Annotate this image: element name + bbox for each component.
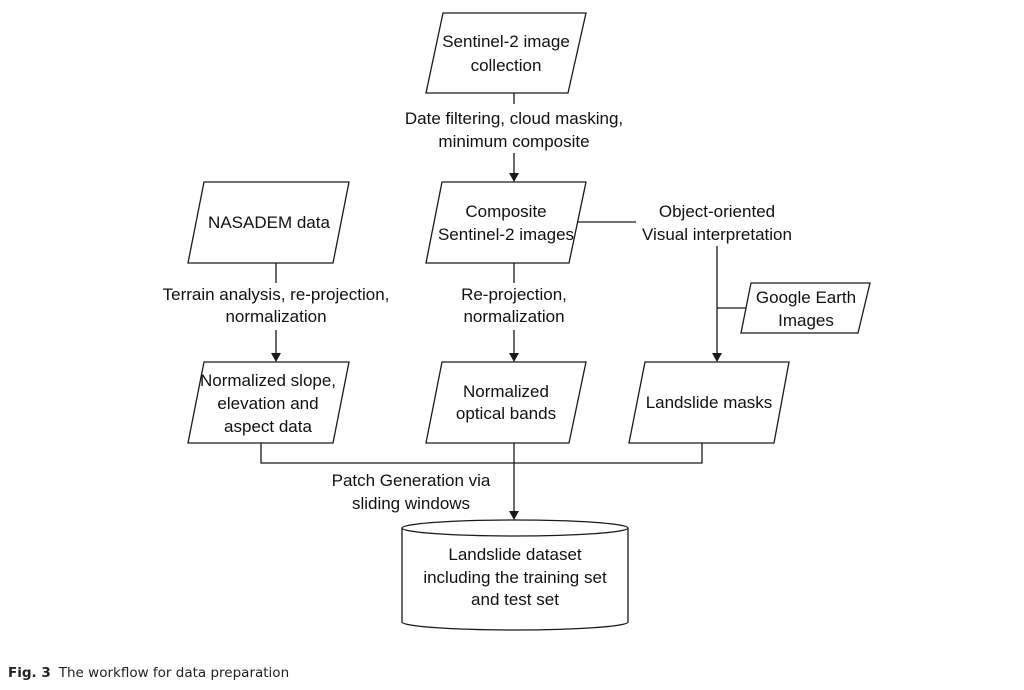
figure-caption: Fig. 3 The workflow for data preparation (8, 665, 289, 681)
edge-patch: Patch Generation via sliding windows (260, 443, 703, 520)
edge-label: normalization (225, 307, 326, 326)
node-label: optical bands (456, 404, 556, 423)
edge-label: Patch Generation via (332, 471, 491, 490)
parallelogram-shape (628, 361, 790, 444)
edge-label: normalization (463, 307, 564, 326)
node-norm-optical: Normalized optical bands (425, 361, 587, 444)
edge-object-oriented: Object-oriented Visual interpretation (577, 202, 792, 362)
node-label: Normalized slope, (200, 371, 336, 390)
edge-label: Object-oriented (659, 202, 775, 221)
node-label: Landslide dataset (448, 545, 582, 564)
parallelogram-shape (187, 181, 350, 264)
arrowhead-icon (509, 511, 519, 520)
edge-reprojection: Re-projection, normalization (461, 263, 567, 362)
node-label: Normalized (463, 382, 549, 401)
arrowhead-icon (509, 173, 519, 182)
node-label: collection (471, 56, 542, 75)
parallelogram-shape (740, 282, 871, 334)
node-label: Google Earth (756, 288, 856, 307)
edge-terrain: Terrain analysis, re-projection, normali… (163, 263, 390, 362)
arrowhead-icon (271, 353, 281, 362)
node-dataset: Landslide dataset including the training… (401, 519, 629, 631)
cylinder-top (401, 519, 629, 537)
node-label: Sentinel-2 image (442, 32, 570, 51)
node-landslide-masks: Landslide masks (628, 361, 790, 444)
parallelogram-shape (425, 361, 587, 444)
parallelogram-shape (187, 361, 350, 444)
arrowhead-icon (712, 353, 722, 362)
node-label: NASADEM data (208, 213, 330, 232)
edge-label: Visual interpretation (642, 225, 792, 244)
node-label: elevation and (217, 394, 318, 413)
figure-number: Fig. 3 (8, 665, 51, 681)
node-label: Composite (465, 202, 546, 221)
node-label: Landslide masks (646, 393, 773, 412)
caption-text: The workflow for data preparation (58, 665, 290, 681)
node-norm-slope: Normalized slope, elevation and aspect d… (187, 361, 350, 444)
node-google-earth: Google Earth Images (740, 282, 871, 334)
edge-label: Terrain analysis, re-projection, (163, 285, 390, 304)
parallelogram-shape (425, 12, 587, 94)
node-nasadem: NASADEM data (187, 181, 350, 264)
node-label: Sentinel-2 images (438, 225, 574, 244)
node-label: aspect data (224, 417, 312, 436)
edge-label: sliding windows (352, 494, 470, 513)
edge-filtering: Date filtering, cloud masking, minimum c… (405, 93, 623, 182)
arrowhead-icon (509, 353, 519, 362)
edge-label: Re-projection, (461, 285, 567, 304)
edge-line (260, 443, 703, 464)
node-label: Images (778, 311, 834, 330)
node-label: including the training set (423, 568, 607, 587)
node-sentinel-collection: Sentinel-2 image collection (425, 12, 587, 94)
edge-label: Date filtering, cloud masking, (405, 109, 623, 128)
node-label: and test set (471, 590, 559, 609)
node-composite: Composite Sentinel-2 images (425, 181, 587, 264)
cylinder-body (401, 528, 629, 631)
parallelogram-shape (425, 181, 587, 264)
edge-label: minimum composite (438, 132, 589, 151)
